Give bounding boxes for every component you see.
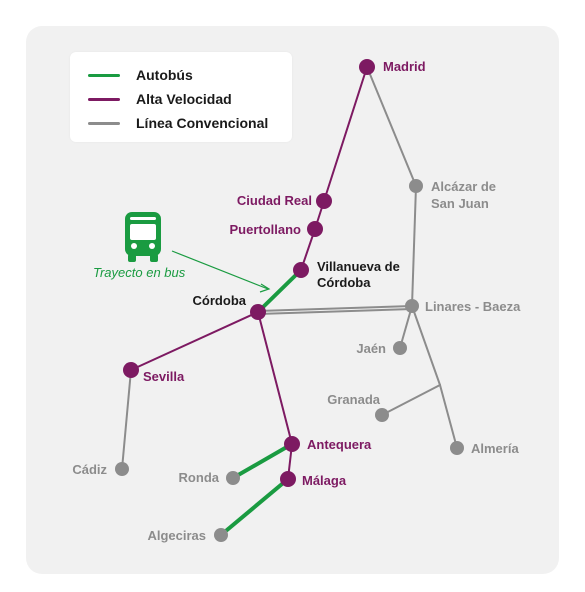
station-dot-ronda (226, 471, 240, 485)
label-jaen: Jaén (356, 341, 386, 356)
station-dot-jaen (393, 341, 407, 355)
station-dot-algeciras (214, 528, 228, 542)
highspeed-stations (123, 59, 375, 487)
station-dot-alcazar (409, 179, 423, 193)
line-madrid-alcazar (366, 66, 417, 187)
bus-annotation-arrow (171, 250, 271, 293)
label-malaga: Málaga (302, 473, 347, 488)
legend-item-bus: Autobús (88, 66, 193, 84)
line-madrid-ciudadreal (323, 66, 368, 202)
station-dot-antequera (284, 436, 300, 452)
legend-item-highspeed: Alta Velocidad (88, 90, 232, 108)
line-sevilla-cadiz (121, 369, 132, 470)
legend-label-highspeed: Alta Velocidad (136, 91, 232, 107)
label-linares: Linares - Baeza (425, 299, 521, 314)
conventional-stations (115, 179, 464, 542)
station-dot-malaga (280, 471, 296, 487)
line-antequera-ronda-bus (231, 442, 294, 480)
bus-lines (219, 268, 303, 537)
station-labels: Madrid Ciudad Real Puertollano Villanuev… (72, 59, 521, 543)
station-dot-ciudadreal (316, 193, 332, 209)
label-alcazar-line2: San Juan (431, 196, 489, 211)
line-cordoba-linares-2 (257, 308, 413, 315)
label-sevilla: Sevilla (143, 369, 185, 384)
line-linares-jaen (399, 305, 413, 349)
label-madrid: Madrid (383, 59, 426, 74)
station-dot-cadiz (115, 462, 129, 476)
station-dot-linares (405, 299, 419, 313)
label-ronda: Ronda (179, 470, 220, 485)
station-dot-sevilla (123, 362, 139, 378)
label-cadiz: Cádiz (72, 462, 107, 477)
station-dot-granada (375, 408, 389, 422)
label-villanueva-line2: Córdoba (317, 275, 371, 290)
line-cordoba-antequera (257, 311, 293, 445)
legend-swatch-conventional (88, 121, 120, 125)
line-alcazar-linares (411, 185, 417, 307)
label-almeria: Almería (471, 441, 519, 456)
legend-swatch-bus (88, 73, 120, 77)
legend-swatch-highspeed (88, 97, 120, 101)
station-dot-cordoba (250, 304, 266, 320)
label-alcazar-line1: Alcázar de (431, 179, 496, 194)
bus-icon (125, 212, 161, 262)
line-cordoba-linares (257, 305, 413, 312)
station-dot-madrid (359, 59, 375, 75)
line-junction-granada (381, 384, 441, 416)
bus-annotation-label: Trayecto en bus (93, 265, 186, 280)
label-villanueva-line1: Villanueva de (317, 259, 400, 274)
station-dot-almeria (450, 441, 464, 455)
label-granada: Granada (327, 392, 381, 407)
legend-label-bus: Autobús (136, 67, 193, 83)
line-villanueva-cordoba-bus (256, 268, 303, 314)
line-junction-almeria (439, 384, 458, 449)
label-cordoba: Córdoba (193, 293, 247, 308)
legend: Autobús Alta Velocidad Línea Convenciona… (70, 52, 292, 142)
label-puertollano: Puertollano (229, 222, 301, 237)
label-antequera: Antequera (307, 437, 372, 452)
label-algeciras: Algeciras (147, 528, 206, 543)
conventional-lines (121, 66, 458, 470)
legend-label-conventional: Línea Convencional (136, 115, 269, 131)
label-ciudad-real: Ciudad Real (237, 193, 312, 208)
line-cordoba-sevilla (130, 311, 259, 371)
station-dot-villanueva (293, 262, 309, 278)
legend-item-conventional: Línea Convencional (88, 114, 268, 132)
station-dot-puertollano (307, 221, 323, 237)
line-linares-junction (411, 305, 441, 386)
line-malaga-algeciras-bus (219, 477, 290, 537)
